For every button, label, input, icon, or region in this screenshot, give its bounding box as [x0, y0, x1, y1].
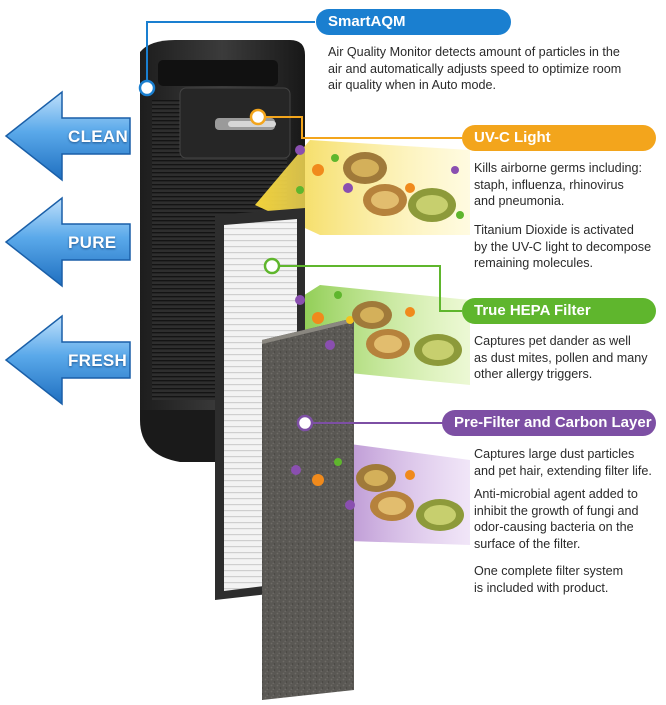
smartaqm-title: SmartAQM: [316, 9, 511, 35]
uvc-leader: [249, 108, 462, 139]
smartaqm-leader: [138, 21, 315, 97]
uvc-description: Kills airborne germs including: staph, i…: [474, 161, 642, 208]
uvc-titanium-description: Titanium Dioxide is activated by the UV-…: [474, 223, 652, 270]
fresh-label: FRESH: [68, 351, 128, 370]
antimicrobial-description: Anti-microbial agent added to inhibit th…: [474, 487, 639, 551]
hepa-description: Captures pet dander as well as dust mite…: [474, 334, 648, 381]
clean-label: CLEAN: [68, 127, 129, 146]
prefilter-description: Captures large dust particles and pet ha…: [474, 447, 652, 478]
prefilter-title: Pre-Filter and Carbon Layer: [442, 410, 656, 436]
pure-arrow: [4, 196, 131, 288]
filter-system-note: One complete filter system is included w…: [474, 564, 624, 595]
hepa-leader: [263, 257, 462, 312]
clean-arrow: [4, 90, 131, 182]
fresh-arrow: [4, 314, 131, 406]
prefilter-leader: [296, 414, 445, 432]
smartaqm-description: Air Quality Monitor detects amount of pa…: [328, 45, 622, 92]
uvc-title: UV-C Light: [462, 125, 656, 151]
germ-clusters: [343, 152, 464, 531]
pure-label: PURE: [68, 233, 117, 252]
hepa-title: True HEPA Filter: [462, 298, 656, 324]
carbon-prefilter-panel: [262, 318, 354, 700]
